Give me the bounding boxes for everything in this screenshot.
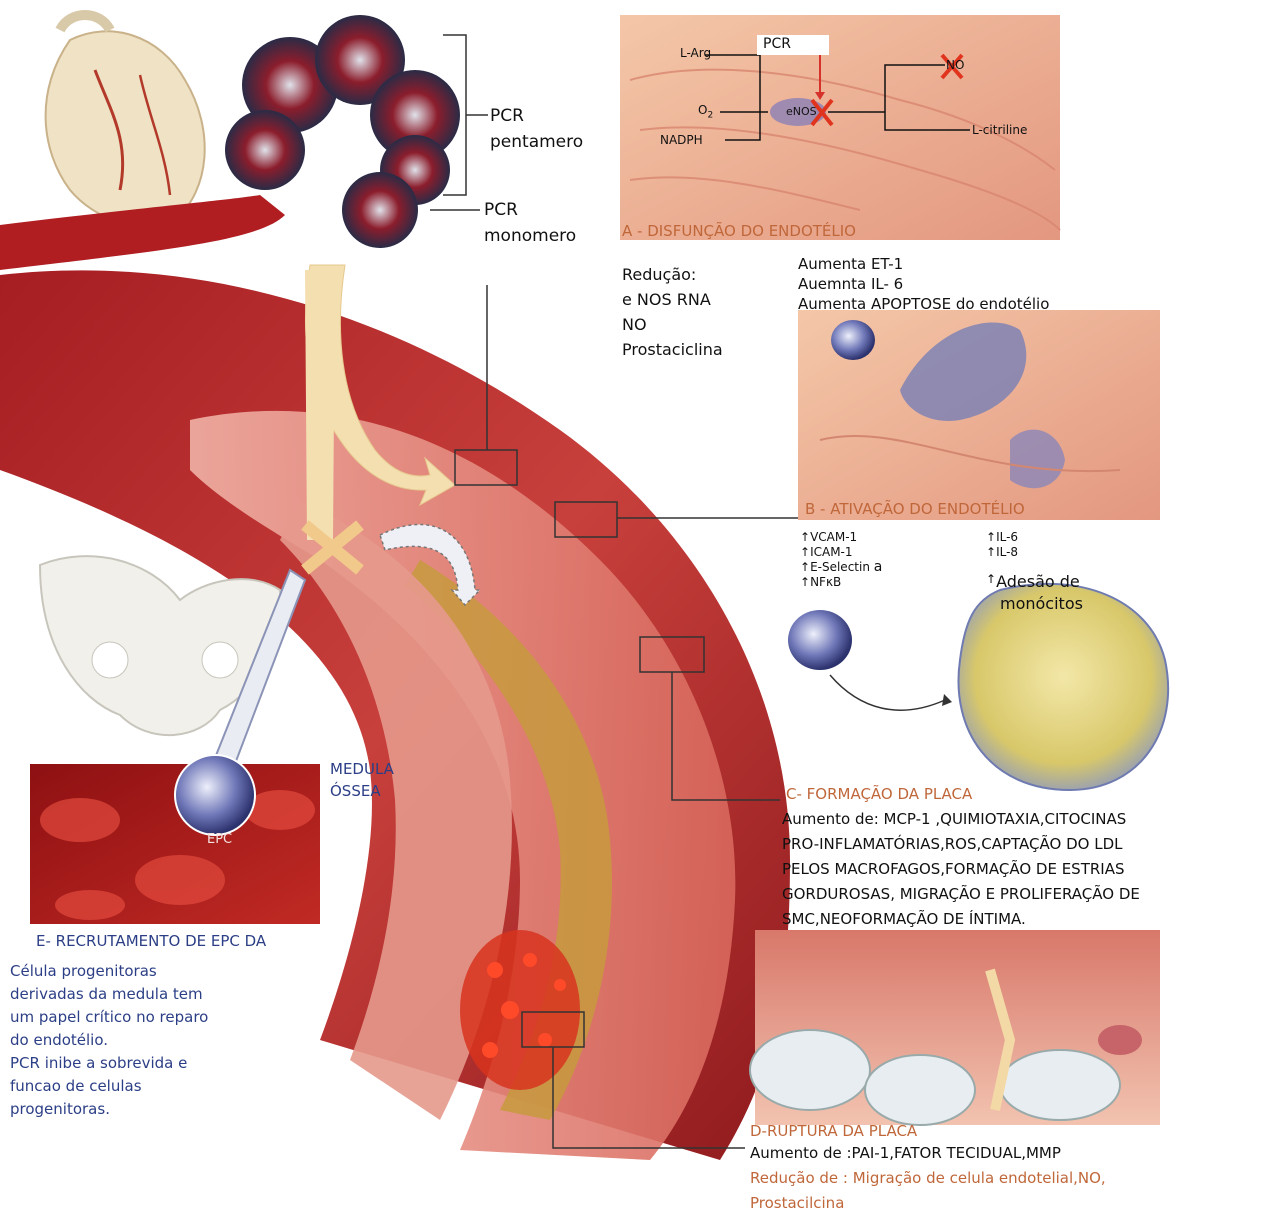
adhesion-label-2: monócitos — [1000, 594, 1083, 613]
inset-pcr-label: PCR — [763, 36, 791, 52]
inset-pcr-box: PCR — [757, 35, 829, 55]
panel-d-reduction-2: Prostacilcina — [750, 1194, 844, 1212]
nadph-label: NADPH — [660, 133, 703, 147]
o2-label: O2 — [698, 103, 713, 120]
panel-a-increase-list: Aumenta ET-1 Auemnta IL- 6 Aumenta APOPT… — [798, 254, 1049, 314]
panel-d-increase: Aumento de :PAI-1,FATOR TECIDUAL,MMP — [750, 1144, 1061, 1162]
l-arg-label: L-Arg — [680, 46, 711, 60]
panel-e-description: Célula progenitoras derivadas da medula … — [10, 960, 208, 1121]
foam-cell — [958, 584, 1168, 790]
bone-marrow-label-2: ÓSSEA — [330, 782, 381, 800]
no-label: NO — [946, 58, 964, 72]
panel-b-markers-left: ↑VCAM-1 ↑ICAM-1 ↑E-Selectin a ↑NFκB — [800, 530, 882, 590]
epc-cell — [175, 755, 255, 835]
bone-marrow-label-1: MEDULA — [330, 760, 394, 778]
l-citriline-label: L-citriline — [972, 123, 1027, 137]
pcr-pentamer-label-2: pentamero — [490, 132, 583, 152]
up-arrow-icon: ↑ — [986, 545, 996, 559]
up-arrow-icon: ↑ — [800, 560, 810, 574]
panel-a-reduction-list: Redução: e NOS RNA NO Prostaciclina — [622, 262, 723, 362]
pcr-pentamer-label-1: PCR — [490, 106, 524, 126]
up-arrow-icon: ↑ — [986, 530, 996, 544]
panel-e-title: E- RECRUTAMENTO DE EPC DA — [36, 932, 266, 950]
pcr-monomer-label-1: PCR — [484, 200, 518, 220]
panel-d-reduction: Redução de : Migração de celula endoteli… — [750, 1169, 1106, 1187]
up-arrow-icon: ↑ — [800, 545, 810, 559]
panel-c-description: Aumento de: MCP-1 ,QUIMIOTAXIA,CITOCINAS… — [782, 807, 1140, 932]
pcr-arrow-down — [305, 270, 335, 540]
up-arrow-icon: ↑ — [800, 575, 810, 589]
pcr-monomer-label-2: monomero — [484, 226, 576, 246]
panel-c-title: C- FORMAÇÃO DA PLACA — [786, 785, 972, 803]
adhesion-label-1: ↑Adesão de — [986, 572, 1080, 591]
epc-label: EPC — [207, 832, 232, 847]
monocyte-cell — [788, 610, 852, 670]
enos-label: eNOS — [786, 105, 817, 118]
panel-b-title: B - ATIVAÇÃO DO ENDOTÉLIO — [805, 500, 1025, 518]
panel-d-title: D-RUPTURA DA PLACA — [750, 1122, 917, 1140]
pcr-monomer-molecule — [342, 172, 418, 248]
pcr-pentamer-molecule — [225, 15, 460, 205]
up-arrow-icon: ↑ — [800, 530, 810, 544]
panel-b-markers-right: ↑IL-6 ↑IL-8 — [986, 530, 1018, 560]
heart-illustration — [46, 15, 205, 226]
blood-clot — [460, 930, 580, 1090]
panel-a-title: A - DISFUNÇÃO DO ENDOTÉLIO — [622, 222, 856, 240]
